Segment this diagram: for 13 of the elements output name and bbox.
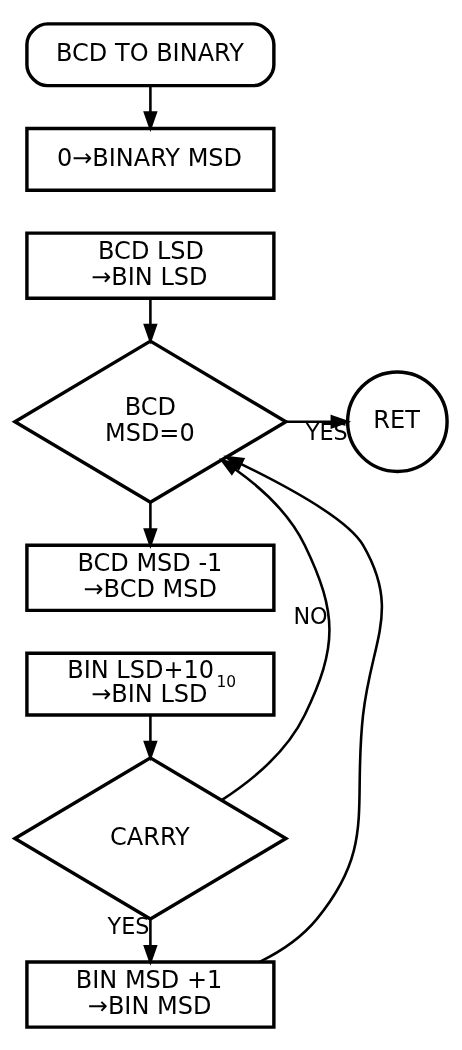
arrow bbox=[143, 297, 158, 344]
arrow bbox=[143, 85, 158, 132]
node-box: 0→BINARY MSD bbox=[25, 126, 276, 192]
arrow bbox=[143, 918, 158, 966]
arrow bbox=[223, 455, 383, 963]
node-box: BIN MSD +1 →BIN MSD bbox=[25, 959, 276, 1029]
node-box: BIN LSD+10$_{10}$ →BIN LSD bbox=[25, 651, 276, 717]
node-box: BCD TO BINARY bbox=[25, 21, 276, 87]
arrow bbox=[143, 501, 158, 549]
arrow bbox=[143, 715, 158, 761]
node-box: BCD MSD -1 →BCD MSD bbox=[25, 543, 276, 612]
edge-label: NO bbox=[293, 602, 328, 629]
node-box: BCD LSD →BIN LSD bbox=[25, 230, 276, 300]
